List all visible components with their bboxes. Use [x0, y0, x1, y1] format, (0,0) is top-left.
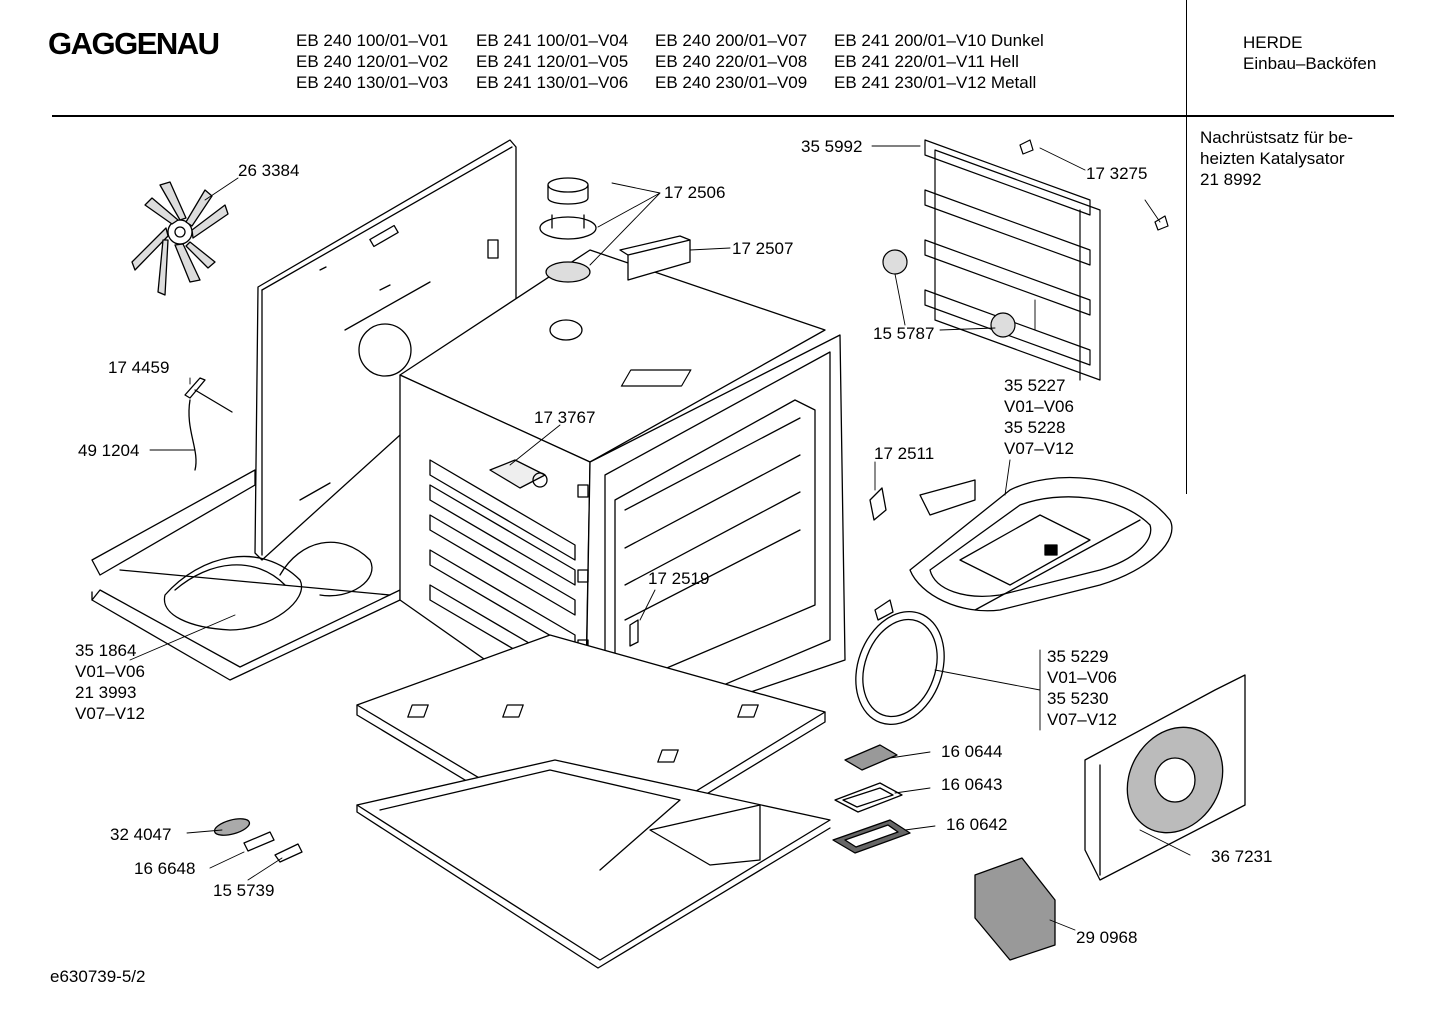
part-variant: V07–V12 [75, 704, 145, 723]
part-label: 36 7231 [1211, 847, 1273, 866]
model-number: EB 240 220/01–V08 [655, 52, 808, 71]
part-variant: V01–V06 [1004, 397, 1074, 416]
top-heater-part[interactable] [909, 476, 1173, 612]
model-number: EB 241 230/01–V12 Metall [834, 73, 1037, 92]
header-divider-horizontal [52, 115, 1394, 117]
knob-parts[interactable] [213, 816, 303, 863]
grille-part[interactable] [974, 857, 1056, 961]
sensor-part[interactable] [184, 377, 887, 521]
part-label: 16 0644 [941, 742, 1003, 761]
model-number: EB 241 220/01–V11 Hell [834, 52, 1019, 71]
part-label: 35 5228 [1004, 418, 1066, 437]
model-number: EB 241 130/01–V06 [476, 73, 629, 92]
leader-lines [129, 145, 1191, 931]
model-number: EB 241 200/01–V10 Dunkel [834, 31, 1044, 50]
retrofit-note-part: 21 8992 [1200, 170, 1262, 189]
fan-cover-part[interactable] [1084, 674, 1246, 881]
retrofit-note: Nachrüstsatz für be- heizten Katalysator… [1200, 127, 1353, 190]
oven-rack-part[interactable] [882, 139, 1169, 381]
part-label: 35 5230 [1047, 689, 1109, 708]
model-number: EB 240 120/01–V02 [296, 52, 449, 71]
part-label: 35 1864 [75, 641, 137, 660]
category-line: Einbau–Backöfen [1243, 54, 1377, 73]
part-label: 35 5227 [1004, 376, 1066, 395]
model-number: EB 240 230/01–V09 [655, 73, 808, 92]
fan-wheel-part[interactable] [131, 181, 229, 296]
part-label: 35 5992 [801, 137, 863, 156]
part-label: 21 3993 [75, 683, 137, 702]
part-variant: V07–V12 [1004, 439, 1074, 458]
ring-heater-part[interactable] [841, 599, 960, 737]
model-row: EB 240 130/01–V03 EB 241 130/01–V06 EB 240… [296, 72, 1044, 93]
model-row: EB 240 120/01–V02 EB 241 120/01–V05 EB 240… [296, 51, 1044, 72]
part-label: 26 3384 [238, 161, 300, 180]
retrofit-note-line: Nachrüstsatz für be- [1200, 128, 1354, 147]
model-number: EB 240 100/01–V01 [296, 31, 449, 50]
part-variant: V01–V06 [1047, 668, 1117, 687]
top-fittings-part[interactable] [539, 177, 691, 283]
part-label: 16 0642 [946, 815, 1008, 834]
part-label: 17 2511 [874, 444, 935, 463]
seal-parts[interactable] [832, 744, 911, 854]
part-label: 17 2519 [648, 569, 710, 588]
part-label: 15 5787 [873, 324, 935, 343]
model-row: EB 240 100/01–V01 EB 241 100/01–V04 EB 240… [296, 30, 1044, 51]
bottom-heater-part[interactable] [91, 469, 401, 681]
part-label: 29 0968 [1076, 928, 1138, 947]
part-variant: V07–V12 [1047, 710, 1117, 729]
header-divider-vertical [1186, 0, 1187, 494]
part-label: 17 2506 [664, 183, 726, 202]
part-label: 15 5739 [213, 881, 275, 900]
part-label: 32 4047 [110, 825, 172, 844]
part-variant: V01–V06 [75, 662, 145, 681]
brand-logo: GAGGENAU [48, 26, 220, 61]
model-number: EB 240 130/01–V03 [296, 73, 449, 92]
part-label: 16 0643 [941, 775, 1003, 794]
document-id: e630739-5/2 [50, 967, 146, 986]
part-label: 17 2507 [732, 239, 794, 258]
part-label: 17 3275 [1086, 164, 1148, 183]
part-label: 35 5229 [1047, 647, 1109, 666]
rear-panel-part[interactable] [254, 139, 517, 561]
part-label: 49 1204 [78, 441, 140, 460]
retrofit-note-line: heizten Katalysator [1200, 149, 1345, 168]
category-line: HERDE [1243, 33, 1303, 52]
part-label: 17 3767 [534, 408, 596, 427]
part-label: 17 4459 [108, 358, 170, 377]
part-label: 16 6648 [134, 859, 196, 878]
category-title: HERDE Einbau–Backöfen [1243, 32, 1376, 74]
model-number: EB 240 200/01–V07 [655, 31, 808, 50]
bottom-plate-part[interactable] [356, 634, 831, 969]
model-number: EB 241 100/01–V04 [476, 31, 629, 50]
model-number: EB 241 120/01–V05 [476, 52, 629, 71]
